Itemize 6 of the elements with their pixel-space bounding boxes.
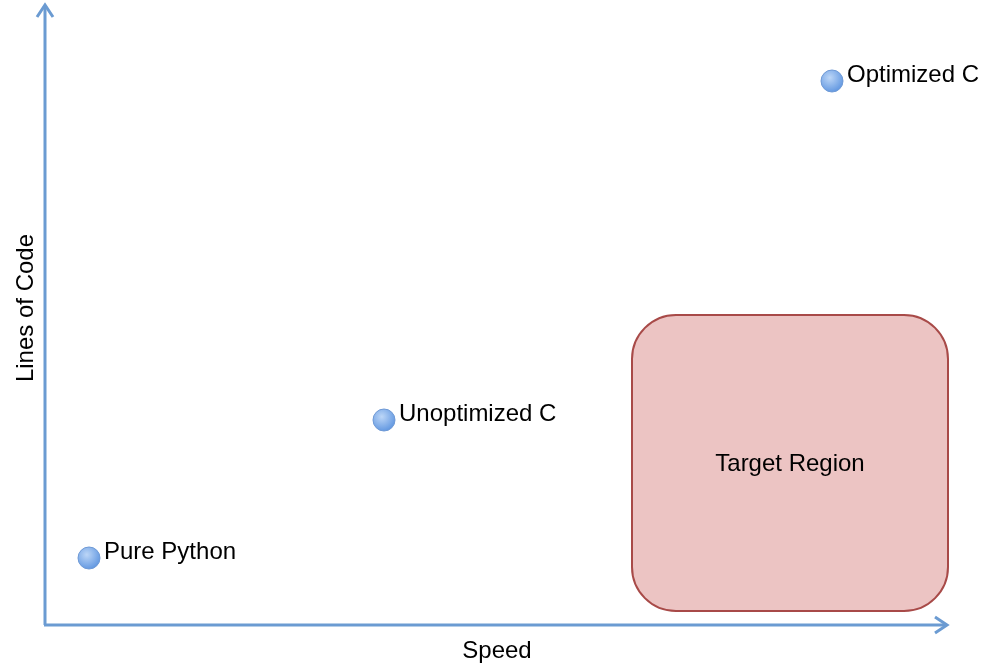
point-label: Pure Python (104, 536, 237, 566)
axis-title: Lines of Code (10, 233, 39, 383)
point-label: Unoptimized C (399, 398, 557, 428)
point-label: Optimized C (847, 59, 980, 89)
axis-title: Speed (462, 635, 532, 665)
region-label: Target Region (715, 448, 865, 478)
